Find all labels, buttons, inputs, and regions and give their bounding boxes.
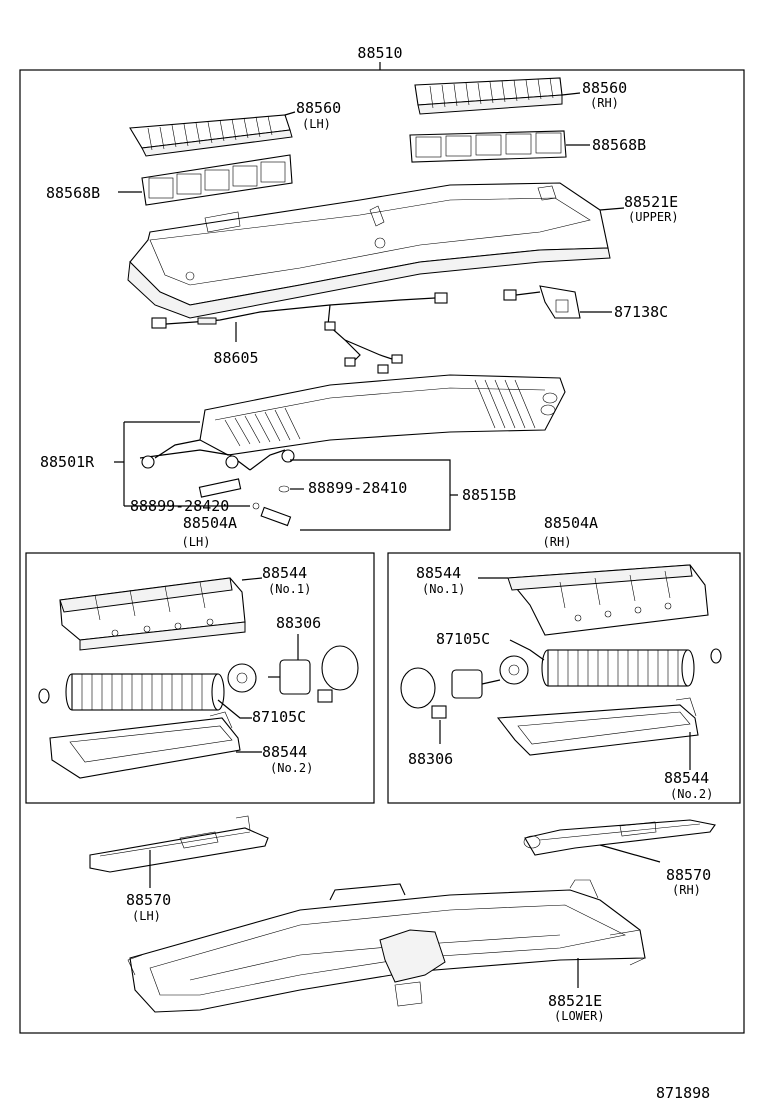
- label-88560-lh-sub: (LH): [302, 117, 331, 131]
- label-88570-rh-sub: (RH): [672, 883, 701, 897]
- diagram-id: 871898: [656, 1084, 710, 1102]
- rh-motor-part: [400, 655, 529, 719]
- label-88899-28420: 88899-28420: [130, 497, 229, 515]
- label-88605: 88605: [213, 349, 258, 367]
- label-88560-rh: 88560: [582, 79, 627, 97]
- lower-case-part: [127, 879, 646, 1013]
- assembly-frame: [19, 69, 745, 1034]
- label-88568b-left: 88568B: [46, 184, 100, 202]
- rh-upper-blower-case-part: [506, 564, 709, 636]
- lh-blower-box: [25, 552, 375, 804]
- label-lh-88544-no1: 88544: [262, 564, 307, 582]
- louver-rh-part: [414, 77, 563, 115]
- label-lh-88544-no2-sub: (No.2): [270, 761, 313, 775]
- label-88570-lh-sub: (LH): [132, 909, 161, 923]
- rh-blower-box: [387, 552, 741, 804]
- label-lh-88544-no2: 88544: [262, 743, 307, 761]
- louver-lh-part: [129, 114, 293, 157]
- wire-harness-part: [151, 292, 448, 374]
- label-88521e-upper: 88521E: [624, 193, 678, 211]
- label-88504a-rh: 88504A: [544, 514, 598, 532]
- label-88521e-lower-sub: (LOWER): [554, 1009, 605, 1023]
- label-rh-88544-no2-sub: (No.2): [670, 787, 713, 801]
- label-rh-88544-no1: 88544: [416, 564, 461, 582]
- rh-lower-blower-case-part: [496, 697, 699, 756]
- filter-right-part: [409, 130, 567, 163]
- lh-lower-blower-case-part: [49, 711, 241, 779]
- label-88570-lh: 88570: [126, 891, 171, 909]
- upper-case-part: [127, 182, 611, 319]
- label-rh-88544-no1-sub: (No.1): [422, 582, 465, 596]
- label-lh-88306: 88306: [276, 614, 321, 632]
- label-88504a-lh: 88504A: [183, 514, 237, 532]
- label-88899-28410: 88899-28410: [308, 479, 407, 497]
- label-87138c: 87138C: [614, 303, 668, 321]
- label-88521e-lower: 88521E: [548, 992, 602, 1010]
- rh-fan-part: [541, 648, 722, 687]
- assembly-label: 88510: [357, 44, 402, 62]
- lh-fan-part: [38, 673, 225, 711]
- duct-lh-part: [89, 815, 269, 873]
- evaporator-part: [139, 374, 566, 527]
- label-88515b: 88515B: [462, 486, 516, 504]
- label-88560-rh-sub: (RH): [590, 96, 619, 110]
- duct-rh-part: [523, 819, 716, 856]
- label-88504a-rh-sub: (RH): [543, 535, 572, 549]
- label-88521e-upper-sub: (UPPER): [628, 210, 679, 224]
- label-88568b-right: 88568B: [592, 136, 646, 154]
- label-lh-88544-no1-sub: (No.1): [268, 582, 311, 596]
- label-lh-87105c: 87105C: [252, 708, 306, 726]
- label-88570-rh: 88570: [666, 866, 711, 884]
- lh-upper-blower-case-part: [59, 577, 246, 651]
- label-rh-88544-no2: 88544: [664, 769, 709, 787]
- connector-87138c-part: [503, 285, 581, 319]
- label-rh-88306: 88306: [408, 750, 453, 768]
- label-88560-lh: 88560: [296, 99, 341, 117]
- label-rh-87105c: 87105C: [436, 630, 490, 648]
- label-88501r: 88501R: [40, 453, 95, 471]
- filter-left-part: [141, 154, 293, 206]
- lh-motor-part: [227, 645, 359, 703]
- label-88504a-lh-sub: (LH): [182, 535, 211, 549]
